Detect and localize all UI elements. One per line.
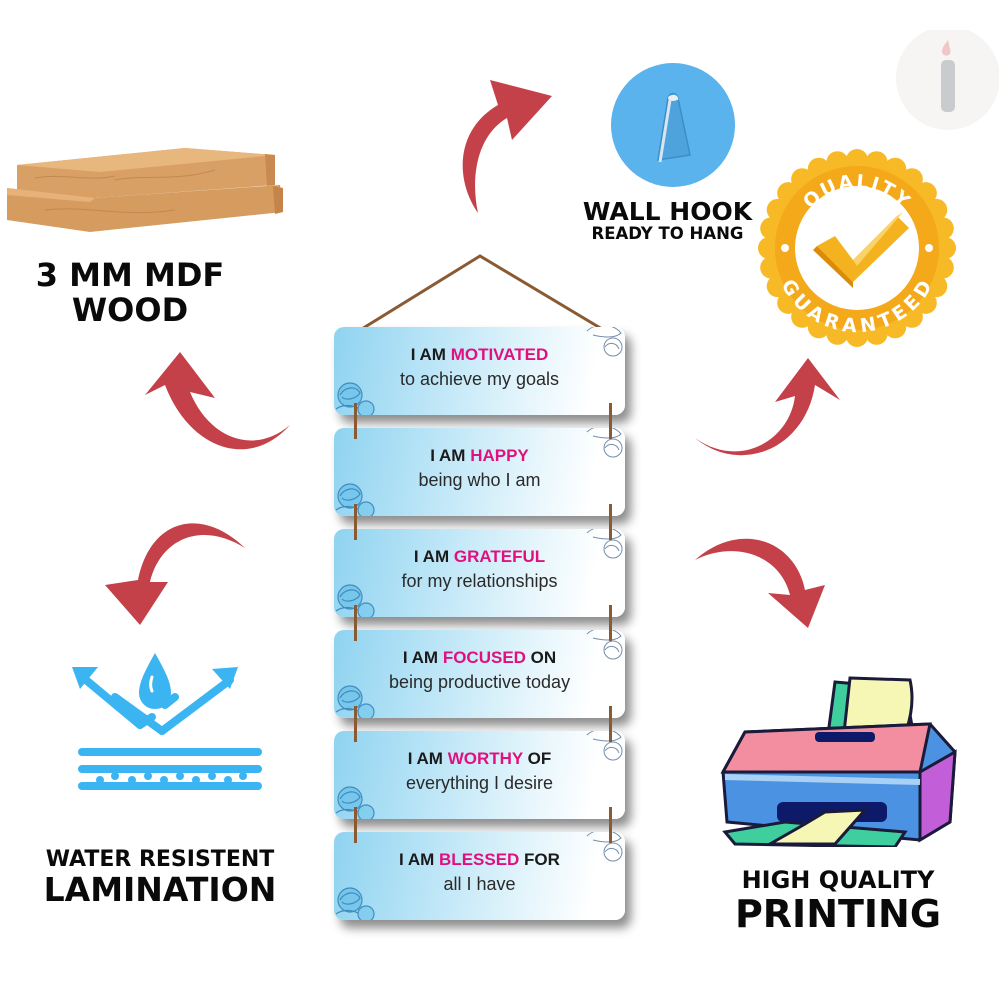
plank-subline: being who I am [418, 470, 541, 490]
plank-headline: I AM GRATEFUL [334, 547, 625, 567]
flower-decoration-icon [334, 773, 380, 819]
connecting-cord [609, 403, 612, 439]
plank-suffix: OF [522, 749, 552, 768]
printing-label-line2: PRINTING [734, 891, 942, 936]
hook-label-line1: WALL HOOK [582, 197, 753, 226]
affirmation-plank: I AM HAPPY being who I am [334, 428, 625, 516]
plank-highlight: GRATEFUL [453, 547, 546, 566]
connecting-cord [609, 605, 612, 641]
plank-suffix: FOR [519, 850, 560, 869]
lamination-label-line1: WATER RESISTENT [45, 847, 275, 872]
flower-decoration-icon [334, 672, 380, 718]
curved-arrow-icon [695, 538, 825, 628]
flower-decoration-icon [583, 731, 625, 767]
plank-headline: I AM MOTIVATED [334, 345, 625, 365]
connecting-cord [354, 605, 357, 641]
flower-decoration-icon [334, 571, 380, 617]
connecting-cord [354, 807, 357, 843]
printing-label: HIGH QUALITY PRINTING [718, 866, 958, 936]
plank-prefix: I AM [430, 446, 471, 465]
plank-prefix: I AM [402, 648, 443, 667]
plank-headline: I AM BLESSED FOR [334, 850, 625, 870]
affirmation-plank: I AM GRATEFUL for my relationships [334, 529, 625, 617]
connecting-cord [354, 403, 357, 439]
connecting-cord [609, 504, 612, 540]
flower-decoration-icon [334, 369, 380, 415]
plank-subline: being productive today [388, 672, 571, 692]
wood-label-line2: WOOD [71, 290, 189, 329]
lamination-label-line2: LAMINATION [43, 869, 277, 909]
affirmation-plank: I AM WORTHY OF everything I desire [334, 731, 625, 819]
plank-highlight: HAPPY [470, 446, 529, 465]
plank-prefix: I AM [413, 547, 454, 566]
wood-planks-icon [5, 140, 285, 235]
connecting-cord [354, 504, 357, 540]
printer-icon [715, 672, 960, 849]
hook-label-line2: READY TO HANG [591, 224, 744, 243]
plank-prefix: I AM [407, 749, 448, 768]
plank-prefix: I AM [410, 345, 451, 364]
plank-subline: everything I desire [405, 773, 554, 793]
curved-arrow-icon [462, 80, 552, 213]
flower-decoration-icon [583, 832, 625, 868]
flower-decoration-icon [334, 470, 380, 516]
connecting-cord [609, 706, 612, 742]
plank-subline: to achieve my goals [399, 369, 560, 389]
hanging-cord [351, 254, 613, 337]
affirmation-plank: I AM MOTIVATED to achieve my goals [334, 327, 625, 415]
wall-hook-icon [610, 60, 740, 190]
water-resistant-icon [60, 645, 265, 805]
plank-subline: for my relationships [401, 571, 558, 591]
curved-arrow-icon [145, 352, 290, 450]
curved-arrow-icon [695, 358, 840, 456]
connecting-cord [354, 706, 357, 742]
brand-logo-icon [893, 26, 1000, 130]
plank-highlight: BLESSED [439, 850, 520, 869]
curved-arrow-icon [105, 523, 245, 625]
wood-label-line1: 3 MM MDF [35, 256, 225, 294]
flower-decoration-icon [334, 874, 380, 920]
flower-decoration-icon [583, 428, 625, 464]
plank-headline: I AM HAPPY [334, 446, 625, 466]
quality-badge-icon: QUALITY GUARANTEED [757, 148, 957, 348]
connecting-cord [609, 807, 612, 843]
flower-decoration-icon [583, 529, 625, 565]
plank-subline: all I have [443, 874, 516, 894]
plank-prefix: I AM [399, 850, 440, 869]
wood-label: 3 MM MDF WOOD [20, 258, 240, 327]
printing-label-line1: HIGH QUALITY [741, 866, 935, 894]
plank-suffix: ON [525, 648, 557, 667]
plank-highlight: MOTIVATED [450, 345, 549, 364]
flower-decoration-icon [583, 327, 625, 363]
plank-headline: I AM WORTHY OF [334, 749, 625, 769]
plank-highlight: WORTHY [447, 749, 523, 768]
plank-highlight: FOCUSED [442, 648, 526, 667]
hook-label: WALL HOOK READY TO HANG [575, 198, 760, 243]
flower-decoration-icon [583, 630, 625, 666]
lamination-label: WATER RESISTENT LAMINATION [30, 848, 290, 907]
plank-headline: I AM FOCUSED ON [334, 648, 625, 668]
affirmation-plank: I AM FOCUSED ON being productive today [334, 630, 625, 718]
